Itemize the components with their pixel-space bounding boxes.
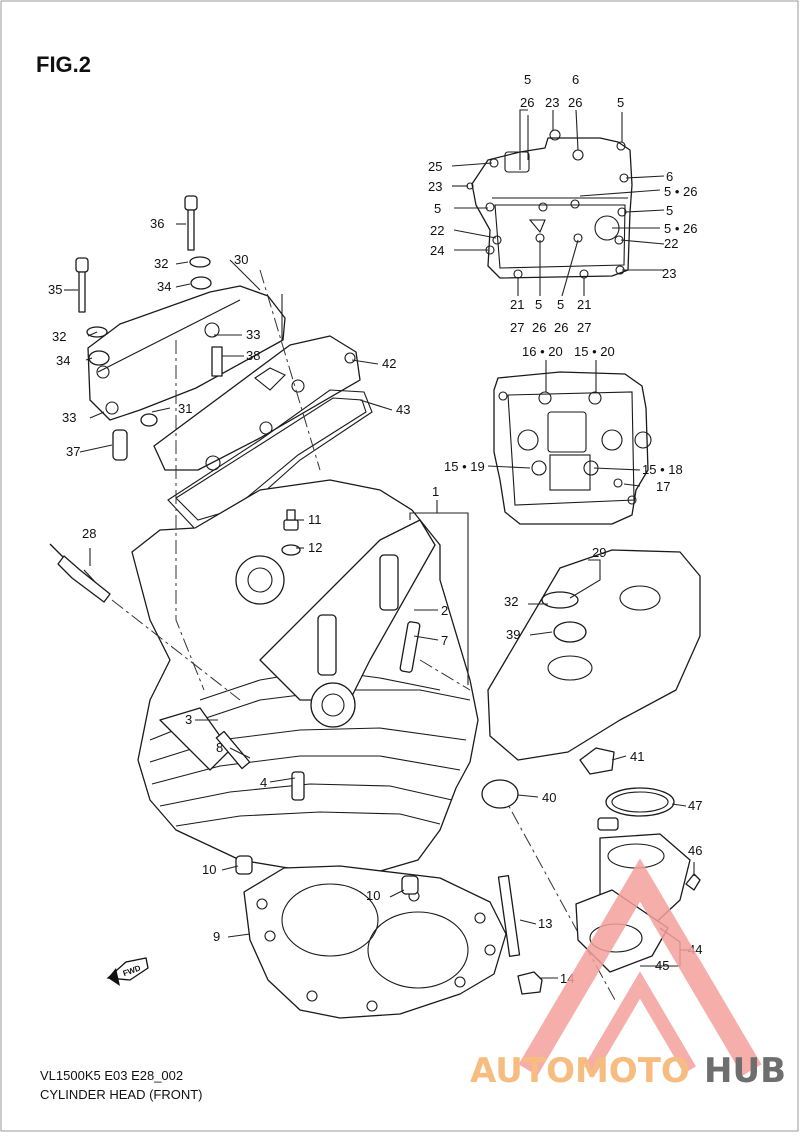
callout-5-26-b: 5 • 26 [664, 221, 697, 236]
callout-10-left: 10 [202, 862, 216, 877]
callout-25: 25 [428, 159, 442, 174]
callout-26-c: 26 [532, 320, 546, 335]
valve-cover-assembly [466, 129, 633, 279]
callout-5-d: 5 [666, 203, 673, 218]
callout-32-top: 32 [154, 256, 168, 271]
callout-26-d: 26 [554, 320, 568, 335]
callout-45: 45 [655, 958, 669, 973]
callout-22-right: 22 [664, 236, 678, 251]
callout-33-right: 33 [246, 327, 260, 342]
left-fasteners [75, 195, 223, 461]
callout-23-right: 23 [662, 266, 676, 281]
forward-direction-arrow: FWD [106, 957, 149, 986]
callout-23-top: 23 [545, 95, 559, 110]
callout-27-left: 27 [510, 320, 524, 335]
callout-37: 37 [66, 444, 80, 459]
callout-labels: 1 2 3 4 7 8 9 10 10 11 12 13 14 15 • 18 … [48, 72, 702, 986]
callout-5-e: 5 [535, 297, 542, 312]
figure-title: FIG.2 [36, 52, 91, 77]
callout-7: 7 [441, 633, 448, 648]
callout-40: 40 [542, 790, 556, 805]
automotohub-watermark: AUTOMOTO HUB [470, 858, 786, 1091]
callout-36: 36 [150, 216, 164, 231]
callout-34-left: 34 [56, 353, 70, 368]
model-code: VL1500K5 E03 E28_002 [40, 1068, 183, 1083]
callout-27-right: 27 [577, 320, 591, 335]
callout-33-left: 33 [62, 410, 76, 425]
stud-bolt [497, 875, 543, 995]
callout-32-right: 32 [504, 594, 518, 609]
callout-24: 24 [430, 243, 444, 258]
callout-21-left: 21 [510, 297, 524, 312]
callout-2: 2 [441, 603, 448, 618]
assembly-centerlines [111, 269, 616, 1001]
callout-15-18: 15 • 18 [642, 462, 683, 477]
callout-32-left: 32 [52, 329, 66, 344]
callout-41: 41 [630, 749, 644, 764]
callout-15-19: 15 • 19 [444, 459, 485, 474]
callout-38: 38 [246, 348, 260, 363]
callout-39: 39 [506, 627, 520, 642]
callout-47: 47 [688, 798, 702, 813]
callout-34-top: 34 [157, 279, 171, 294]
callout-46: 46 [688, 843, 702, 858]
side-cover-assembly [87, 285, 373, 531]
callout-43: 43 [396, 402, 410, 417]
callout-23-left: 23 [428, 179, 442, 194]
diagram-caption: CYLINDER HEAD (FRONT) [40, 1087, 203, 1102]
callout-12: 12 [308, 540, 322, 555]
callout-5-26-a: 5 • 26 [664, 184, 697, 199]
cylinder-head [131, 479, 479, 875]
callout-8: 8 [216, 740, 223, 755]
callout-29: 29 [592, 545, 606, 560]
callout-6-b: 6 [666, 169, 673, 184]
callout-28: 28 [82, 526, 96, 541]
callout-leaders [64, 109, 695, 979]
callout-13: 13 [538, 916, 552, 931]
callout-5-c: 5 [434, 201, 441, 216]
intake-cover [481, 549, 701, 809]
callout-10-right: 10 [366, 888, 380, 903]
callout-5-b: 5 [617, 95, 624, 110]
callout-31: 31 [178, 401, 192, 416]
callout-1: 1 [432, 484, 439, 499]
callout-26-b: 26 [568, 95, 582, 110]
callout-30: 30 [234, 252, 248, 267]
callout-15-20: 15 • 20 [574, 344, 615, 359]
callout-16-20: 16 • 20 [522, 344, 563, 359]
callout-5-f: 5 [557, 297, 564, 312]
callout-26-a: 26 [520, 95, 534, 110]
callout-6-a: 6 [572, 72, 579, 87]
cylinder-head-cover-lower [493, 371, 652, 525]
callout-21-right: 21 [577, 297, 591, 312]
callout-42: 42 [382, 356, 396, 371]
callout-17: 17 [656, 479, 670, 494]
callout-11: 11 [308, 512, 322, 527]
callout-5-a: 5 [524, 72, 531, 87]
watermark-text-b: HUB [704, 1051, 786, 1091]
callout-22-left: 22 [430, 223, 444, 238]
callout-9: 9 [213, 929, 220, 944]
callout-3: 3 [185, 712, 192, 727]
watermark-text-a: AUTOMOTO [470, 1051, 690, 1091]
callout-35: 35 [48, 282, 62, 297]
callout-4: 4 [260, 775, 267, 790]
head-gasket [235, 855, 507, 1019]
spark-plug [49, 543, 111, 603]
